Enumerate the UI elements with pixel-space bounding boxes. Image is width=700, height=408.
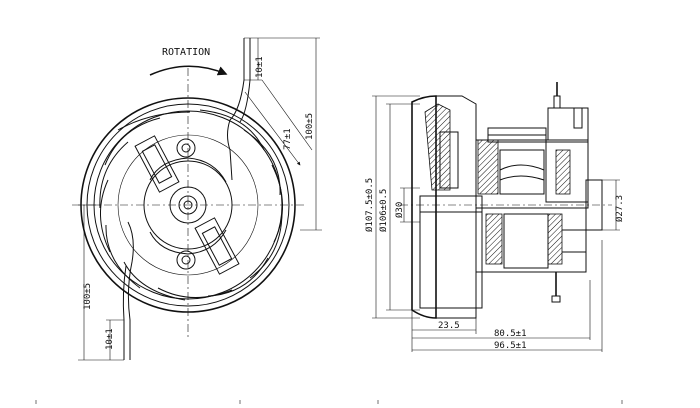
- dim-l23: 23.5: [438, 321, 460, 331]
- dim-d27: Ø27.3: [614, 195, 625, 222]
- dim-d106: Ø106±0.5: [378, 189, 389, 232]
- frame-ticks: [35, 400, 623, 404]
- dim-d107: Ø107.5±0.5: [364, 178, 375, 232]
- rotation-label: ROTATION: [162, 47, 210, 58]
- front-view: ROTATION 10±1 77±1 100±5 100±5 10±1: [72, 37, 322, 361]
- rotation-arrow: [149, 65, 228, 76]
- side-view: Ø107.5±0.5 Ø106±0.5 Ø30 Ø27.3 23.5 80.5±…: [364, 82, 625, 352]
- brush-holder-top: [134, 135, 196, 193]
- fan-blades: [99, 109, 283, 301]
- dim-l80: 80.5±1: [494, 329, 527, 339]
- dim-top-lead: 10±1: [255, 56, 265, 78]
- dim-bottom-lead: 10±1: [105, 328, 115, 350]
- brush-holder-bottom: [176, 217, 240, 275]
- dim-right-100: 100±5: [305, 113, 315, 140]
- dim-r77: 77±1: [283, 128, 293, 150]
- dim-d30: Ø30: [394, 202, 405, 218]
- dim-l96: 96.5±1: [494, 341, 527, 351]
- dim-left-100: 100±5: [83, 283, 93, 310]
